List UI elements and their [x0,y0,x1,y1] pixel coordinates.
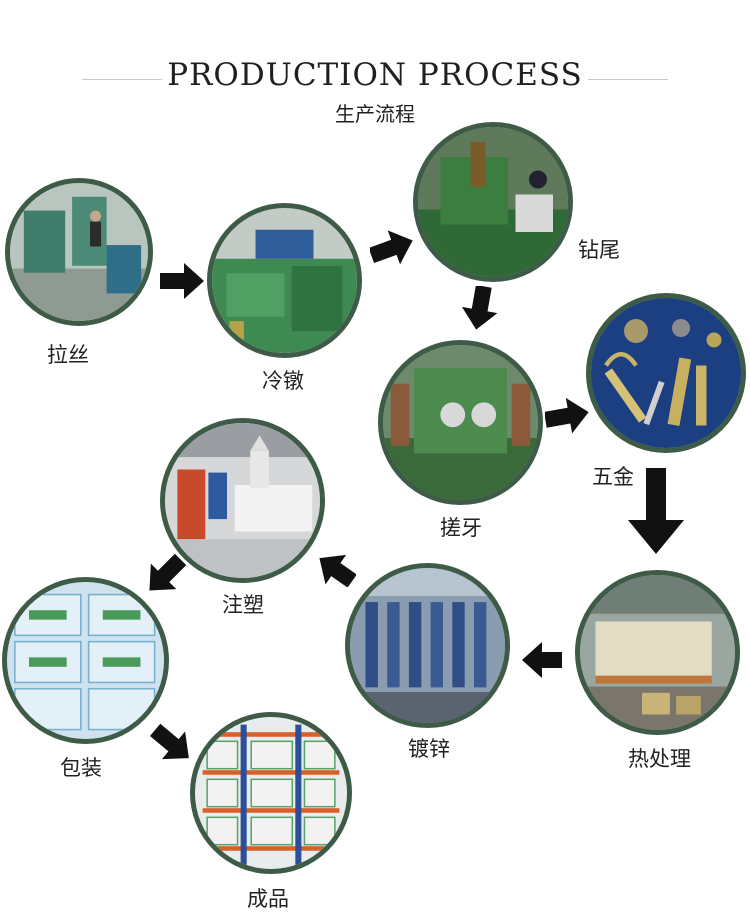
arrow-up-left-icon [314,551,356,587]
step-photo-wire-drawing [5,178,153,326]
arrow-left-icon [522,642,562,678]
step-label-heat-treatment: 热处理 [628,743,691,773]
arrow-down-icon [628,468,684,554]
arrow-right-icon [545,398,589,434]
arrow-down-right-icon [150,722,194,766]
step-photo-finished-products [190,712,352,874]
step-photo-tail-drilling [413,122,573,282]
page-subtitle: 生产流程 [0,98,750,127]
step-photo-heat-treatment [575,570,740,735]
step-photo-thread-rolling [378,340,543,505]
arrow-down-icon [458,286,502,330]
step-photo-cold-heading [207,203,362,358]
arrow-right-icon [160,263,204,299]
arrow-up-right-icon [370,230,414,266]
step-label-packaging: 包装 [60,752,102,782]
step-label-thread-rolling: 搓牙 [440,512,482,542]
step-photo-galvanizing [345,563,510,728]
step-label-wire-drawing: 拉丝 [47,339,89,369]
step-label-galvanizing: 镀锌 [408,733,450,763]
page-title: PRODUCTION PROCESS [0,57,750,93]
step-label-injection-molding: 注塑 [222,589,264,619]
step-label-tail-drilling: 钻尾 [578,234,620,264]
step-photo-packaging [2,577,169,744]
step-label-cold-heading: 冷镦 [262,365,304,395]
step-label-finished-products: 成品 [247,883,289,913]
step-photo-hardware [586,293,746,453]
arrow-down-left-icon [143,553,187,597]
